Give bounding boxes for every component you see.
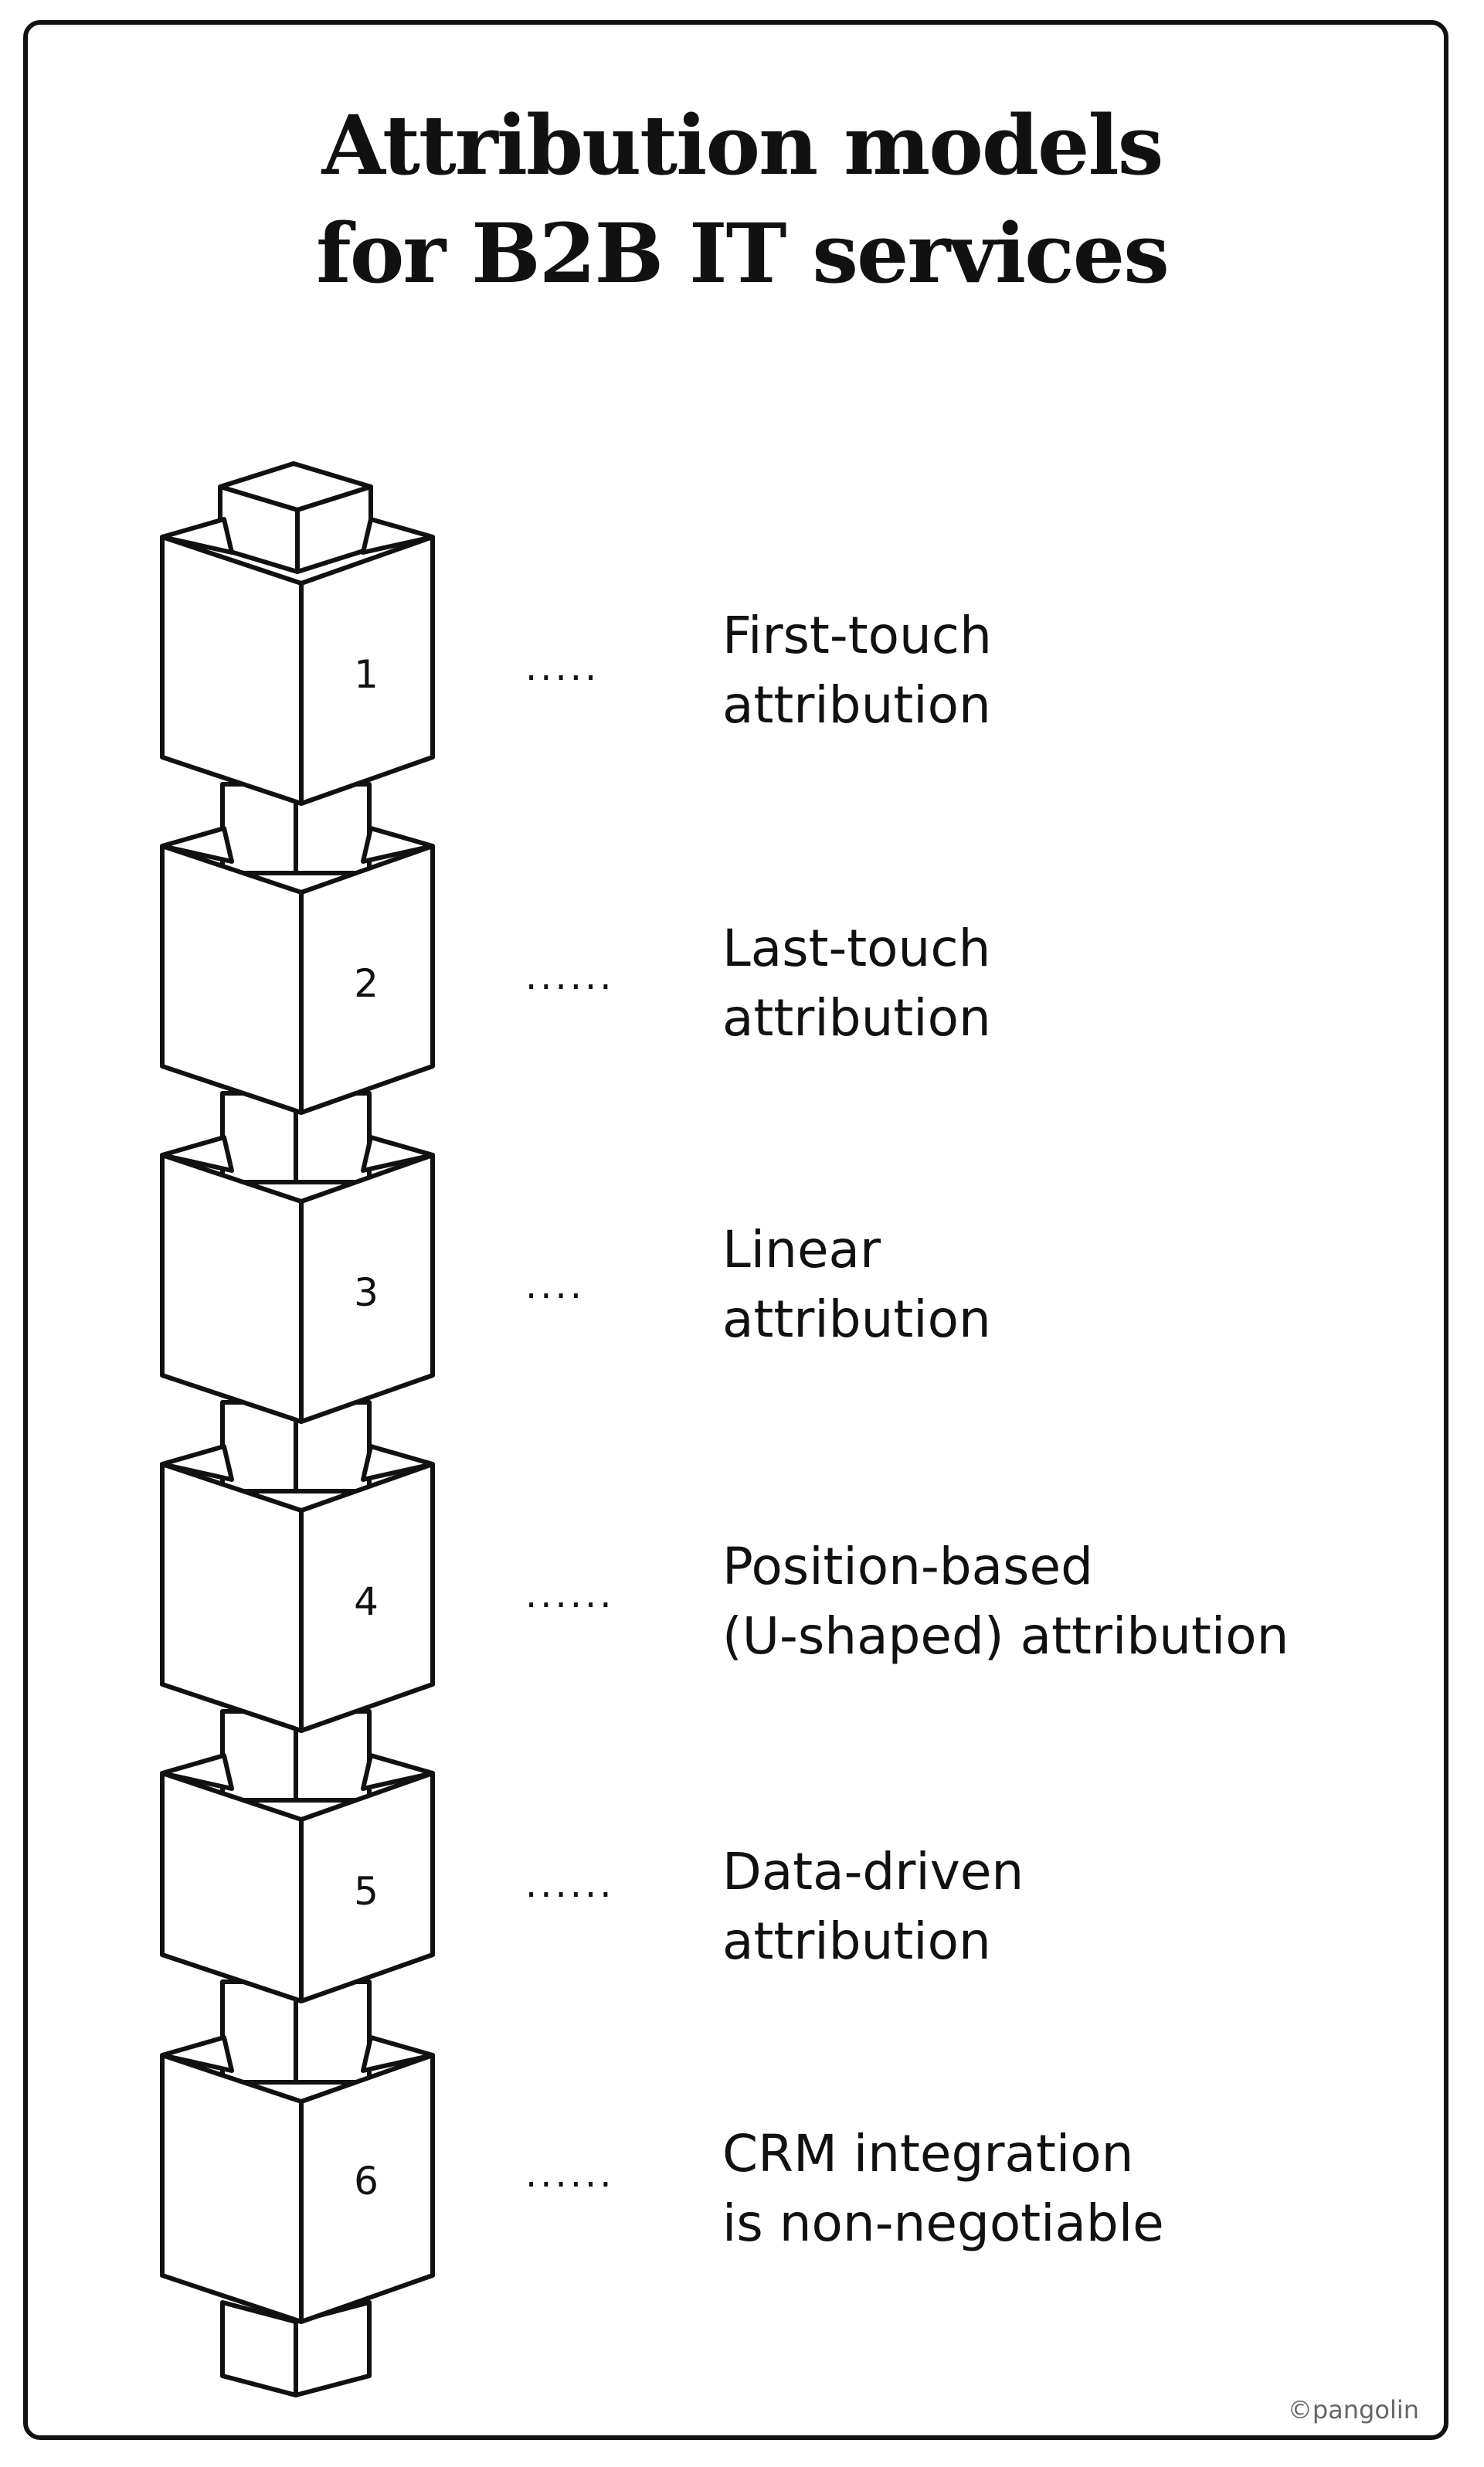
page-title: Attribution models for B2B IT services bbox=[0, 91, 1484, 308]
model-label-4-line-2: (U-shaped) attribution bbox=[722, 1606, 1289, 1666]
block-number-6: 6 bbox=[354, 2159, 379, 2204]
block-4 bbox=[160, 1444, 435, 1733]
credit-text: ©pangolin bbox=[1287, 2395, 1419, 2425]
title-line-1: Attribution models bbox=[321, 97, 1164, 193]
model-label-5-line-1: Data-driven bbox=[722, 1842, 1024, 1901]
block-3 bbox=[160, 1135, 435, 1424]
block-number-1: 1 bbox=[354, 652, 379, 697]
model-label-3-line-2: attribution bbox=[722, 1290, 991, 1349]
model-label-2-line-2: attribution bbox=[722, 988, 991, 1048]
model-label-2-line-1: Last-touch bbox=[722, 919, 991, 978]
model-label-5-line-2: attribution bbox=[722, 1911, 991, 1971]
block-6 bbox=[160, 2035, 435, 2324]
bottom-connector bbox=[220, 2300, 372, 2397]
model-label-6-line-1: CRM integration bbox=[722, 2124, 1133, 2183]
block-2 bbox=[160, 826, 435, 1115]
block-5 bbox=[160, 1753, 435, 2003]
model-label-1-line-1: First-touch bbox=[722, 606, 992, 665]
title-line-2: for B2B IT services bbox=[316, 205, 1170, 301]
model-label-3-line-1: Linear bbox=[722, 1220, 881, 1279]
block-tower bbox=[160, 461, 435, 2397]
leader-dots-4: ...... bbox=[525, 1573, 615, 1616]
leader-dots-3: .... bbox=[525, 1264, 585, 1307]
model-label-6-line-2: is non-negotiable bbox=[722, 2193, 1164, 2253]
leader-dots-5: ...... bbox=[525, 1863, 615, 1906]
leader-dots-1: ..... bbox=[525, 646, 599, 689]
block-number-4: 4 bbox=[354, 1579, 379, 1624]
block-1 bbox=[160, 517, 435, 806]
block-number-2: 2 bbox=[354, 961, 379, 1006]
model-label-1-line-2: attribution bbox=[722, 675, 991, 735]
block-number-5: 5 bbox=[354, 1869, 379, 1914]
top-connector-cube bbox=[218, 461, 373, 574]
model-label-4-line-1: Position-based bbox=[722, 1537, 1093, 1596]
leader-dots-6: ...... bbox=[525, 2153, 615, 2196]
leader-dots-2: ...... bbox=[525, 955, 615, 998]
block-number-3: 3 bbox=[354, 1270, 379, 1315]
